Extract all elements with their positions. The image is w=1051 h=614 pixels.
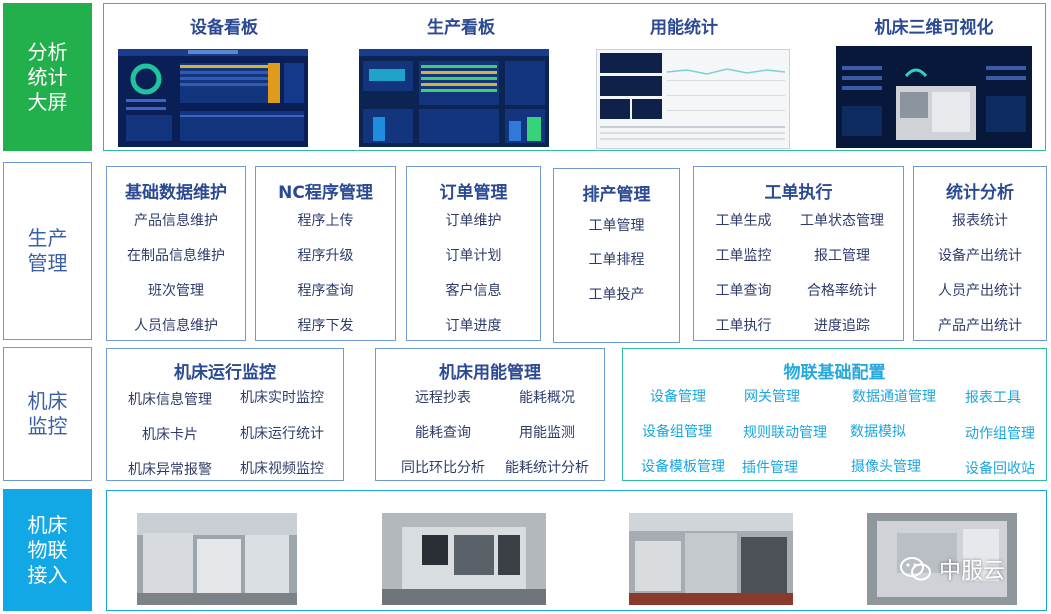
production-board-thumbnail[interactable] [359,49,549,147]
brand-watermark: 中服云 [899,549,1039,589]
module-work-order: 工单执行 工单生成 工单状态管理 工单监控 报工管理 工单查询 合格率统计 工单… [693,166,904,341]
module-nc-program: NC程序管理 程序上传 程序升级 程序查询 程序下发 [255,166,396,341]
machine-photo-1-graphic [137,513,297,605]
menu-item[interactable]: 工单管理 [588,218,645,234]
machine-photo-4 [867,513,1017,605]
category-production: 生产 管理 [3,162,92,340]
module-order: 订单管理 订单维护 订单计划 客户信息 订单进度 [406,166,541,341]
machine-photos-row: 中服云 [106,490,1047,611]
module-title: 统计分析 [946,183,1014,203]
menu-item[interactable]: 设备管理 [650,389,706,405]
menu-item[interactable]: 设备组管理 [642,424,712,440]
menu-item[interactable]: 摄像头管理 [851,459,921,475]
menu-item[interactable]: 进度追踪 [814,318,870,334]
machine-3d-graphic [836,46,1032,148]
production-board-graphic [359,49,549,143]
menu-item[interactable]: 机床视频监控 [240,461,324,477]
menu-item[interactable]: 程序查询 [297,283,354,299]
dashboard-title-equipment: 设备看板 [190,18,258,38]
equipment-board-graphic [118,49,308,141]
menu-item[interactable]: 工单执行 [715,318,772,334]
module-scheduling: 排产管理 工单管理 工单排程 工单投产 [553,168,680,343]
menu-item[interactable]: 订单计划 [445,248,502,264]
energy-statistics-graphic [600,53,786,140]
menu-item[interactable]: 程序升级 [297,248,354,264]
menu-item[interactable]: 远程抄表 [415,390,471,406]
machine-photo-2 [382,513,546,605]
module-statistics: 统计分析 报表统计 设备产出统计 人员产出统计 产品产出统计 [913,166,1047,341]
menu-item[interactable]: 产品信息维护 [134,213,218,229]
machine-photo-1 [137,513,297,605]
menu-item[interactable]: 工单查询 [715,283,772,299]
brand-name: 中服云 [939,559,1006,584]
menu-item[interactable]: 在制品信息维护 [127,248,225,264]
menu-item[interactable]: 程序上传 [297,213,354,229]
wechat-icon [900,557,931,581]
menu-item[interactable]: 订单进度 [445,318,502,334]
module-basic-data: 基础数据维护 产品信息维护 在制品信息维护 班次管理 人员信息维护 [106,166,246,341]
module-title: 工单执行 [764,183,833,203]
menu-item[interactable]: 工单排程 [588,252,645,268]
module-title: 基础数据维护 [125,183,227,203]
menu-item[interactable]: 产品产出统计 [938,318,1022,334]
module-title: 订单管理 [439,183,508,203]
menu-item[interactable]: 机床实时监控 [240,390,324,406]
module-title: NC程序管理 [278,183,373,203]
menu-item[interactable]: 设备回收站 [965,461,1035,477]
machine-3d-thumbnail[interactable] [836,46,1032,148]
menu-item[interactable]: 设备产出统计 [938,248,1022,264]
module-title: 机床用能管理 [439,363,541,383]
menu-item[interactable]: 数据模拟 [850,424,906,440]
menu-item[interactable]: 规则联动管理 [743,425,827,441]
machine-photo-2-graphic [382,513,546,605]
dashboards-row: 设备看板 生产看板 [103,3,1046,151]
menu-item[interactable]: 工单生成 [715,213,772,229]
machine-photo-3 [629,513,793,605]
menu-item[interactable]: 程序下发 [297,318,354,334]
menu-item[interactable]: 报工管理 [814,248,870,264]
menu-item[interactable]: 机床卡片 [142,427,198,443]
machine-photo-3-graphic [629,513,793,605]
menu-item[interactable]: 订单维护 [445,213,502,229]
menu-item[interactable]: 工单状态管理 [800,213,884,229]
menu-item[interactable]: 机床信息管理 [128,392,212,408]
menu-item[interactable]: 能耗统计分析 [505,460,589,476]
menu-item[interactable]: 动作组管理 [965,426,1035,442]
menu-item[interactable]: 客户信息 [445,283,502,299]
dashboard-title-production: 生产看板 [427,18,495,38]
menu-item[interactable]: 同比环比分析 [401,460,485,476]
menu-item[interactable]: 用能监测 [519,425,575,441]
menu-item[interactable]: 网关管理 [744,389,800,405]
module-title: 物联基础配置 [783,363,886,383]
dashboard-title-energy: 用能统计 [650,18,718,38]
module-title: 排产管理 [582,185,651,205]
menu-item[interactable]: 班次管理 [148,283,204,299]
category-monitoring: 机床 监控 [3,347,92,481]
menu-item[interactable]: 插件管理 [742,460,798,476]
menu-item[interactable]: 设备模板管理 [641,459,725,475]
menu-item[interactable]: 人员信息维护 [134,318,218,334]
menu-item[interactable]: 能耗概况 [519,390,575,406]
module-energy-management: 机床用能管理 远程抄表 能耗概况 能耗查询 用能监测 同比环比分析 能耗统计分析 [375,348,605,481]
menu-item[interactable]: 人员产出统计 [938,283,1022,299]
machine-photo-4-graphic [867,513,1017,605]
category-iot: 机床 物联 接入 [3,489,92,611]
module-machine-monitoring: 机床运行监控 机床信息管理 机床实时监控 机床卡片 机床运行统计 机床异常报警 … [106,348,344,481]
equipment-board-thumbnail[interactable] [118,49,308,147]
menu-item[interactable]: 机床运行统计 [240,426,324,442]
menu-item[interactable]: 工单投产 [588,287,645,303]
menu-item[interactable]: 机床异常报警 [128,462,212,478]
menu-item[interactable]: 数据通道管理 [852,389,936,405]
category-analysis: 分析 统计 大屏 [3,3,92,151]
menu-item[interactable]: 报表统计 [952,213,1008,229]
module-iot-config: 物联基础配置 设备管理 网关管理 数据通道管理 报表工具 设备组管理 规则联动管… [622,348,1047,481]
menu-item[interactable]: 报表工具 [965,390,1021,406]
menu-item[interactable]: 工单监控 [715,248,772,264]
menu-item[interactable]: 合格率统计 [807,283,877,299]
menu-item[interactable]: 能耗查询 [415,425,471,441]
dashboard-title-3d: 机床三维可视化 [874,18,994,38]
module-title: 机床运行监控 [174,363,276,383]
energy-statistics-thumbnail[interactable] [596,49,790,149]
